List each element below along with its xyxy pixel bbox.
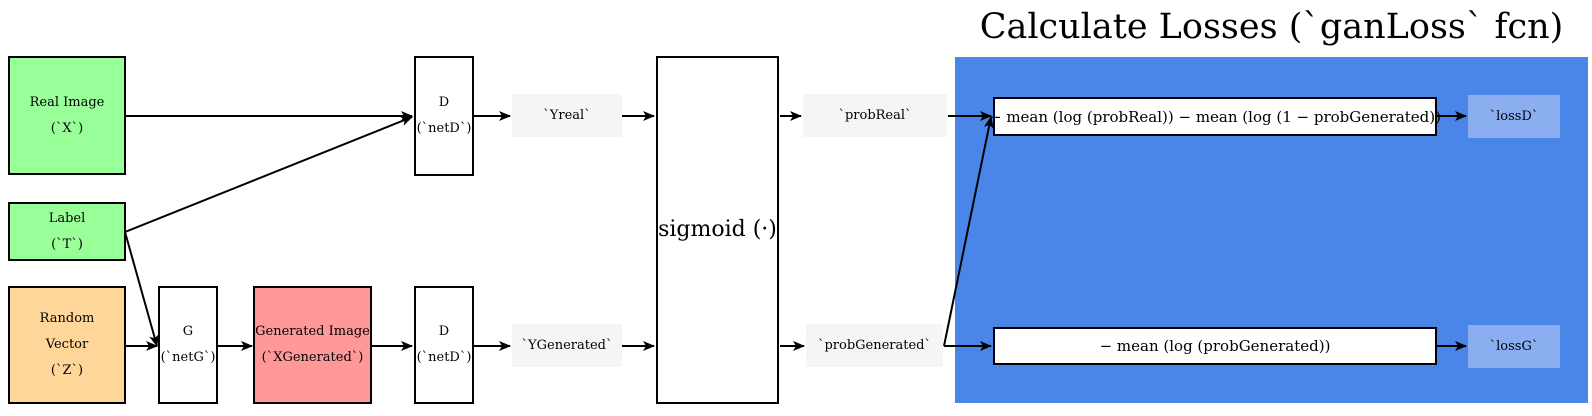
generator-label: G: [182, 324, 194, 339]
random-vector-line-2: Vector: [45, 337, 89, 352]
label-label: Label: [48, 210, 86, 226]
random-vector-node: Random Vector (`Z`): [8, 286, 126, 404]
label-variable: (`T`): [51, 236, 83, 252]
prob-generated-chip: `probGenerated`: [806, 324, 943, 367]
sigmoid-label: sigmoid (·): [658, 217, 777, 242]
loss-panel-title: Calculate Losses (`ganLoss` fcn): [979, 7, 1564, 47]
generated-image-node: Generated Image (`XGenerated`): [253, 286, 372, 404]
sigmoid-node: sigmoid (·): [656, 56, 779, 404]
real-image-variable: (`X`): [50, 120, 84, 136]
discriminator-real-variable: (`netD`): [416, 121, 472, 136]
real-image-node: Real Image (`X`): [8, 56, 126, 175]
discriminator-generated-node: D (`netD`): [414, 286, 474, 404]
discriminator-generated-variable: (`netD`): [416, 350, 472, 365]
random-vector-variable: (`Z`): [50, 363, 84, 378]
arrow-probgenerated-to-lossd: [943, 116, 994, 347]
loss-d-chip: `lossD`: [1468, 95, 1560, 138]
loss-g-chip: `lossG`: [1468, 325, 1560, 368]
discriminator-real-label: D: [438, 95, 450, 110]
label-node: Label (`T`): [8, 202, 126, 261]
generated-image-variable: (`XGenerated`): [261, 350, 364, 365]
discriminator-generated-label: D: [438, 324, 450, 339]
generator-node: G (`netG`): [158, 286, 218, 404]
prob-real-chip: `probReal`: [803, 94, 947, 137]
y-real-chip: `Yreal`: [512, 94, 622, 137]
arrow-label-to-g: [124, 231, 159, 347]
loss-g-formula: − mean (log (probGenerated)): [993, 327, 1437, 365]
generated-image-label: Generated Image: [255, 324, 370, 339]
discriminator-real-node: D (`netD`): [414, 56, 474, 176]
generator-variable: (`netG`): [160, 350, 216, 365]
arrow-label-to-d: [124, 116, 413, 233]
y-generated-chip: `YGenerated`: [512, 324, 622, 367]
loss-d-formula: − mean (log (probReal)) − mean (log (1 −…: [989, 97, 1441, 136]
real-image-label: Real Image: [29, 94, 105, 110]
random-vector-line-1: Random: [39, 311, 95, 326]
